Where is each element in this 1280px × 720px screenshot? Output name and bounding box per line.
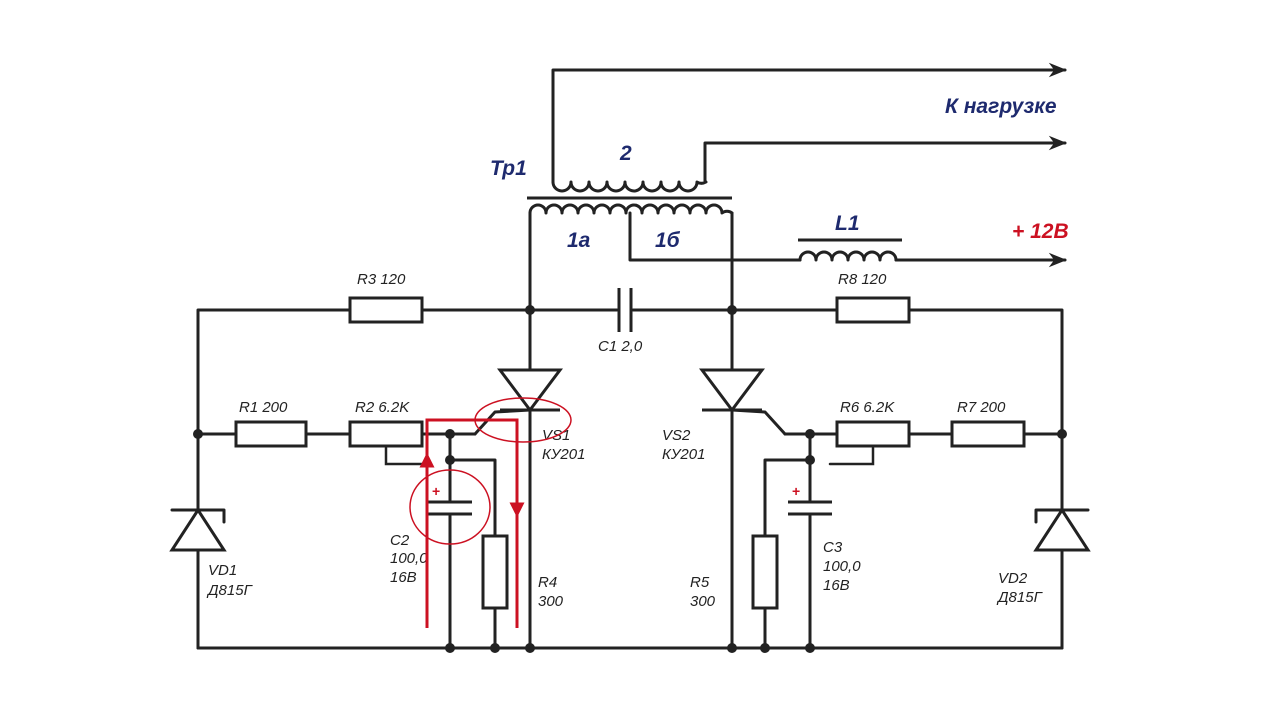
vs2-type: КУ201 [662,446,705,463]
r8-label: R8 120 [838,271,887,288]
resistor-r8 [835,296,911,324]
r7-label: R7 200 [957,399,1006,416]
resistor-r5 [751,534,779,610]
inductor-label: L1 [835,212,860,235]
top-rail [196,288,1064,436]
zener-vd1 [169,432,227,650]
vd1-name: VD1 [208,562,237,579]
winding-1b-label: 1б [655,229,681,252]
primary-winding [528,203,734,215]
junction-dots [193,305,1067,653]
r3-label: R3 120 [357,271,406,288]
left-gate-circuit [196,420,509,650]
resistor-r3 [348,296,424,324]
r4-name: R4 [538,574,557,591]
c3-plus: + [792,483,800,499]
current-path-highlight [409,397,572,628]
inductor-l1 [798,238,1067,268]
resistor-r4 [481,534,509,610]
load-label: К нагрузке [945,95,1057,118]
c3-voltage: 16В [823,577,850,594]
c1-label: C1 2,0 [598,338,643,355]
r4-value: 300 [538,593,564,610]
resistor-r2 [348,420,424,448]
capacitor-highlight-ellipse [409,469,491,545]
gate-highlight-ellipse [474,397,572,443]
c2-plus: + [432,483,440,499]
c2-name: C2 [390,532,410,549]
secondary-winding-label: 2 [619,142,632,165]
vs2-name: VS2 [662,427,691,444]
secondary-winding [551,180,708,193]
thyristor-vs1 [473,308,563,650]
supply-label: + 12В [1012,220,1069,243]
c3-name: C3 [823,539,843,556]
vd2-name: VD2 [998,570,1028,587]
thyristor-vs2 [699,308,787,650]
r5-value: 300 [690,593,716,610]
winding-1a-label: 1а [567,229,591,252]
vd1-type: Д815Г [206,582,254,599]
vd2-type: Д815Г [996,589,1044,606]
right-gate-circuit [751,420,1064,650]
r6-label: R6 6.2K [840,399,895,416]
r2-label: R2 6.2K [355,399,410,416]
resistor-r6 [835,420,911,448]
vs1-type: КУ201 [542,446,585,463]
c2-value: 100,0 [390,550,428,567]
resistor-r1 [234,420,308,448]
resistor-r7 [950,420,1026,448]
transformer-tr1 [527,180,802,312]
r1-label: R1 200 [239,399,288,416]
c3-value: 100,0 [823,558,861,575]
zener-vd2 [1033,432,1091,650]
c2-voltage: 16В [390,569,417,586]
transformer-label: Тр1 [490,157,527,180]
r5-name: R5 [690,574,710,591]
load-output-wires [551,62,1067,184]
